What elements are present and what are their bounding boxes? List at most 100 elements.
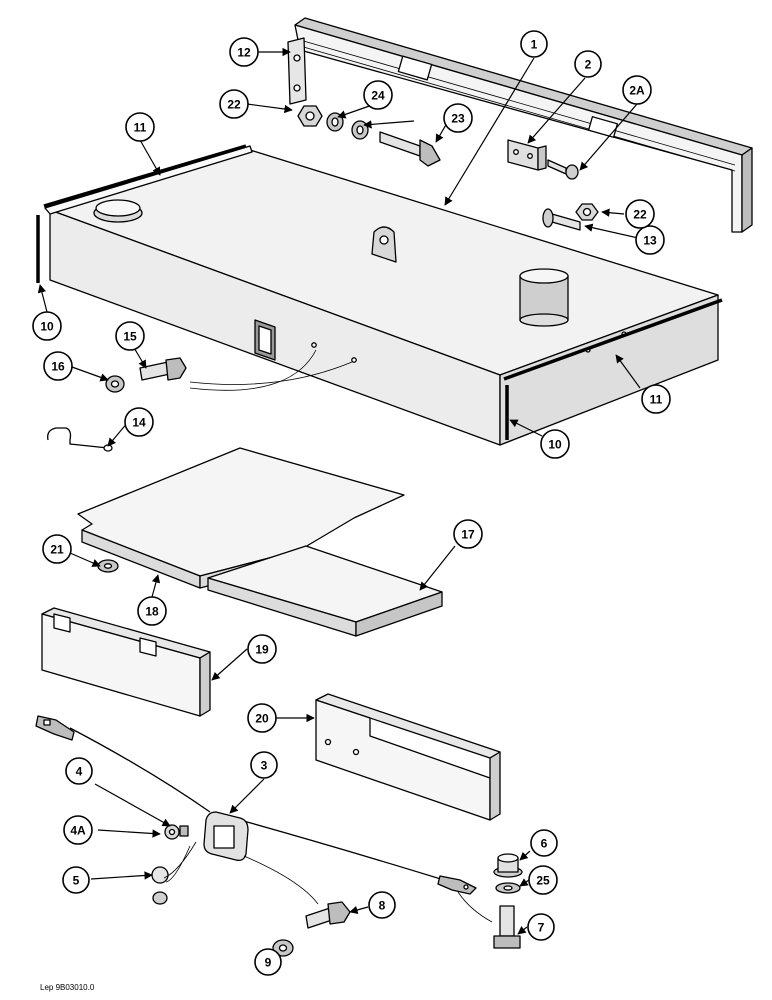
sensor-housing <box>203 811 249 862</box>
callout-14: 14 <box>124 407 154 437</box>
callout-label: 20 <box>255 712 269 726</box>
callout-label: 15 <box>123 330 137 344</box>
callout-25: 25 <box>528 865 558 895</box>
callout-label: 4 <box>76 765 83 779</box>
terminal-washer <box>495 882 521 894</box>
side-port <box>254 319 276 361</box>
assembly-path-line <box>165 845 191 883</box>
filler-cap <box>93 199 143 223</box>
bolt-hole <box>311 342 317 348</box>
callout-11: 11 <box>125 112 155 142</box>
callout-8: 8 <box>368 891 396 919</box>
callout-label: 4A <box>70 824 86 838</box>
seal-strip-top <box>43 144 247 208</box>
callout-label: 11 <box>134 121 147 135</box>
callout-label: 22 <box>227 98 241 112</box>
hex-bolt <box>379 131 441 167</box>
callout-6: 6 <box>530 829 558 857</box>
callout-label: 12 <box>237 46 251 60</box>
sensor-washer <box>272 939 294 957</box>
retaining-clip <box>47 427 113 452</box>
callout-label: 21 <box>50 543 64 557</box>
callout-label: 10 <box>548 438 562 452</box>
callout-5: 5 <box>62 866 90 894</box>
rear-block <box>315 693 501 821</box>
callout-13: 13 <box>635 225 665 255</box>
tank-washer <box>105 375 125 393</box>
callout-9: 9 <box>254 948 282 976</box>
callout-22: 22 <box>625 199 655 229</box>
callout-23: 23 <box>443 103 473 133</box>
tank-body <box>44 145 719 446</box>
callout-label: 7 <box>538 921 545 935</box>
callout-label: 14 <box>132 416 146 430</box>
callout-label: 6 <box>541 837 548 851</box>
callout-12: 12 <box>229 37 259 67</box>
callout-24: 24 <box>363 80 393 110</box>
callout-22: 22 <box>219 89 249 119</box>
callout-20: 20 <box>247 703 277 733</box>
pad-washer <box>97 559 119 573</box>
mounting-bracket-rail <box>294 17 753 233</box>
callout-17: 17 <box>453 519 483 549</box>
callout-label: 13 <box>643 234 657 248</box>
callout-label: 17 <box>461 528 475 542</box>
callout-18: 18 <box>137 596 167 626</box>
callout-label: 10 <box>40 320 54 334</box>
tank-bolt <box>139 357 187 381</box>
cable-connector-end <box>35 715 75 741</box>
callout-3: 3 <box>250 751 278 779</box>
callout-4a: 4A <box>63 815 93 845</box>
sensor-bolt <box>305 901 351 929</box>
lifting-eye <box>371 226 397 263</box>
callout-label: 23 <box>451 112 465 126</box>
callout-label: 22 <box>633 208 647 222</box>
leader-lines <box>37 47 641 935</box>
callout-label: 9 <box>265 956 272 970</box>
flat-washer <box>351 120 369 140</box>
assembly-path-line <box>189 361 353 385</box>
side-pad <box>207 545 443 637</box>
assembly-path-line <box>457 891 493 923</box>
callout-21: 21 <box>42 534 72 564</box>
front-block <box>41 607 211 717</box>
cap-screw <box>547 159 579 180</box>
callout-label: 2 <box>585 58 592 72</box>
drawing-reference: Lep 9B03010.0 <box>40 983 95 992</box>
callout-7: 7 <box>527 913 555 941</box>
callout-label: 5 <box>73 874 80 888</box>
callout-16: 16 <box>43 351 73 381</box>
callout-label: 16 <box>51 360 65 374</box>
assembly-path-line <box>243 855 319 905</box>
bracket-end-plate <box>287 37 307 105</box>
terminal-stud <box>164 824 189 840</box>
callout-label: 8 <box>379 899 386 913</box>
clamp-plate <box>507 139 547 171</box>
callout-label: 24 <box>371 89 385 103</box>
grommet <box>151 866 169 905</box>
callout-label: 1 <box>531 38 538 52</box>
callout-10: 10 <box>32 311 62 341</box>
callout-2a: 2A <box>622 75 652 105</box>
callout-11: 11 <box>641 384 671 414</box>
flat-head-screw <box>542 208 581 231</box>
callout-label: 18 <box>145 605 159 619</box>
cable-terminal-end <box>437 875 477 895</box>
callout-group: 122A344A56789101011111213141516171819202… <box>32 30 671 976</box>
callout-15: 15 <box>115 321 145 351</box>
bolt-hole <box>351 357 357 363</box>
callout-label: 2A <box>629 84 645 98</box>
callout-2: 2 <box>574 50 602 78</box>
sensor-cable <box>69 727 445 881</box>
nut <box>575 203 599 221</box>
assembly-path-line <box>163 841 197 879</box>
nut <box>297 105 323 127</box>
callout-1: 1 <box>520 30 548 58</box>
callout-19: 19 <box>247 634 277 664</box>
callout-label: 25 <box>536 874 550 888</box>
callout-label: 3 <box>261 759 268 773</box>
seal-strip-right <box>503 298 723 381</box>
callout-4: 4 <box>65 757 93 785</box>
terminal-bolt <box>493 905 521 949</box>
